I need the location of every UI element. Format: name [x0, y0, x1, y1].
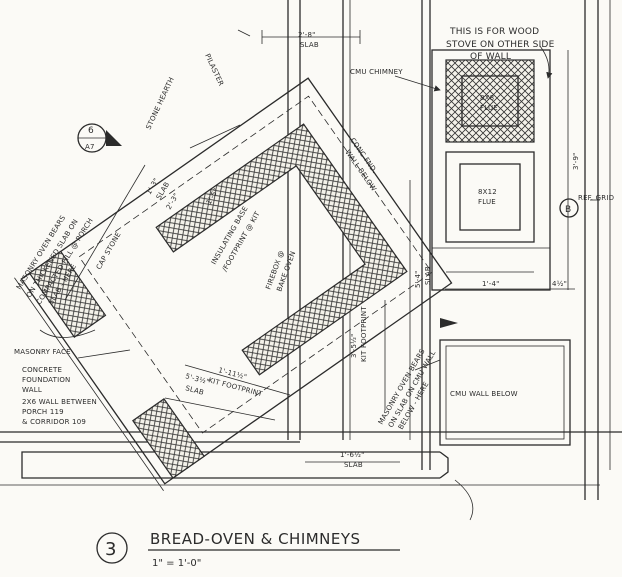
grid-marker-label: B: [565, 205, 571, 215]
cmu-chimney-label: CMU CHIMNEY: [350, 68, 403, 76]
bottom-slab-dim: 1'-6½": [340, 451, 365, 459]
flue-8x8-label-2: FLUE: [480, 104, 498, 112]
section-marker: 6 A7: [77, 123, 122, 153]
bottom-slab-dim-label: SLAB: [344, 461, 363, 469]
dim-3-5-kit: 3'-5½": [350, 333, 358, 358]
cmu-wall-below: [439, 339, 571, 446]
dim-3-5-kit-label: KIT FOOTPRINT: [360, 306, 368, 362]
pilaster-upper: [28, 250, 107, 338]
handwritten-note-line3: OF WALL: [470, 52, 511, 62]
leader-lines: [39, 29, 600, 371]
section-sheet: A7: [85, 143, 95, 151]
flue-8x12: [459, 163, 521, 231]
flue-8x12-label-1: 8X12: [478, 188, 497, 196]
grid-marker: B: [559, 198, 579, 218]
cmu-wall-below-label: CMU WALL BELOW: [450, 390, 518, 398]
pilaster-label: PILASTER: [203, 52, 225, 87]
flue-8x12-label-2: FLUE: [478, 198, 496, 206]
dim-5-4: 5'-4": [414, 270, 422, 288]
foundation-label-3: WALL: [22, 386, 42, 394]
wall-between-1: 2X6 WALL BETWEEN: [22, 398, 97, 406]
ref-grid-label: REF. GRID: [578, 194, 614, 202]
wall-between-2: PORCH 119: [22, 408, 64, 416]
stone-hearth-label: STONE HEARTH: [145, 76, 176, 131]
dim-3-9: 3'-9": [572, 152, 580, 170]
dimension-lines: [64, 30, 575, 463]
detail-number: 3: [105, 539, 116, 560]
dim-2-3: 2'-3": [165, 192, 181, 211]
foundation-label-1: CONCRETE: [22, 366, 62, 374]
section-number: 6: [88, 126, 94, 136]
dim-5-4-label: SLAB: [424, 266, 432, 285]
flue-8x12-outer: [445, 151, 535, 243]
building-walls: [0, 0, 622, 521]
wall-between-3: & CORRIDOR 109: [22, 418, 86, 426]
detail-number-circle: [96, 532, 128, 564]
cap-stone-label: CAP STONE: [95, 231, 123, 271]
drawing-scale: 1" = 1'-0": [152, 558, 201, 569]
foundation-label-2: FOUNDATION: [22, 376, 71, 384]
masonry-face-label: MASONRY FACE: [14, 348, 71, 356]
handwritten-note-line1: THIS IS FOR WOOD: [449, 27, 539, 37]
pilaster-lower: [132, 398, 205, 479]
dim-4-5: 4½": [552, 280, 567, 288]
flue-8x8: [461, 75, 519, 127]
handwritten-note-line2: STOVE ON OTHER SIDE: [446, 40, 555, 50]
drawing-title: BREAD-OVEN & CHIMNEYS: [150, 530, 361, 548]
top-slab-dim: 2'-8": [298, 31, 316, 39]
flue-8x8-label-1: 8X8: [480, 94, 494, 102]
firebox-walls: [155, 123, 408, 376]
dim-5-3-label: SLAB: [184, 384, 204, 397]
dim-1-4: 1'-4": [482, 280, 500, 288]
title-block: 3 BREAD-OVEN & CHIMNEYS 1" = 1'-0": [96, 530, 400, 569]
cmu-chimney: [431, 49, 551, 291]
top-slab-dim-label: SLAB: [300, 41, 319, 49]
bread-oven: [14, 77, 453, 491]
flue-8x8-masonry: [445, 59, 535, 143]
